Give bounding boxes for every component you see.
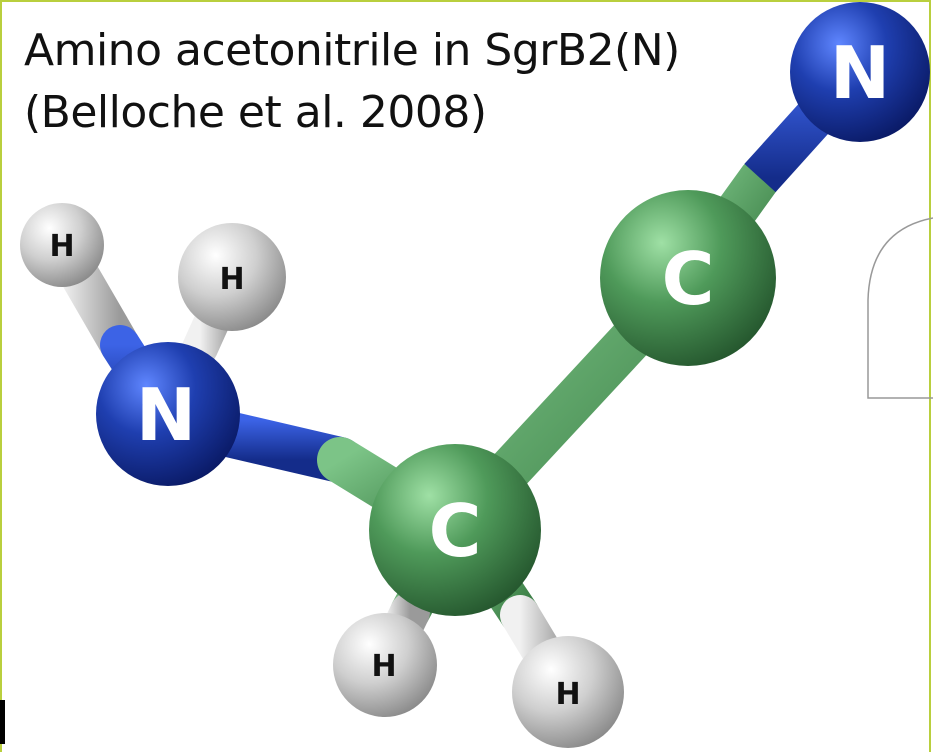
atom-c-nitrile: C bbox=[600, 190, 776, 366]
atom-h-methylene-1: H bbox=[333, 613, 437, 717]
svg-text:H: H bbox=[49, 229, 74, 264]
svg-text:C: C bbox=[662, 237, 715, 321]
svg-text:H: H bbox=[371, 649, 396, 684]
atom-h-amino-1: H bbox=[20, 203, 104, 287]
atom-h-methylene-2: H bbox=[512, 636, 624, 748]
corner-mark bbox=[0, 700, 5, 744]
svg-text:N: N bbox=[136, 373, 196, 457]
slide-title: Amino acetonitrile in SgrB2(N) (Belloche… bbox=[24, 20, 680, 144]
svg-text:H: H bbox=[555, 677, 580, 712]
partial-shape-outline bbox=[867, 217, 933, 399]
atom-n-terminal: N bbox=[790, 2, 930, 142]
title-line-2: (Belloche et al. 2008) bbox=[24, 87, 487, 138]
svg-text:N: N bbox=[830, 31, 890, 115]
svg-text:C: C bbox=[429, 489, 482, 573]
atom-c-methylene: C bbox=[369, 444, 541, 616]
atom-n-amino: N bbox=[96, 342, 240, 486]
svg-text:H: H bbox=[219, 262, 244, 297]
title-line-1: Amino acetonitrile in SgrB2(N) bbox=[24, 25, 680, 76]
atom-h-amino-2: H bbox=[178, 223, 286, 331]
